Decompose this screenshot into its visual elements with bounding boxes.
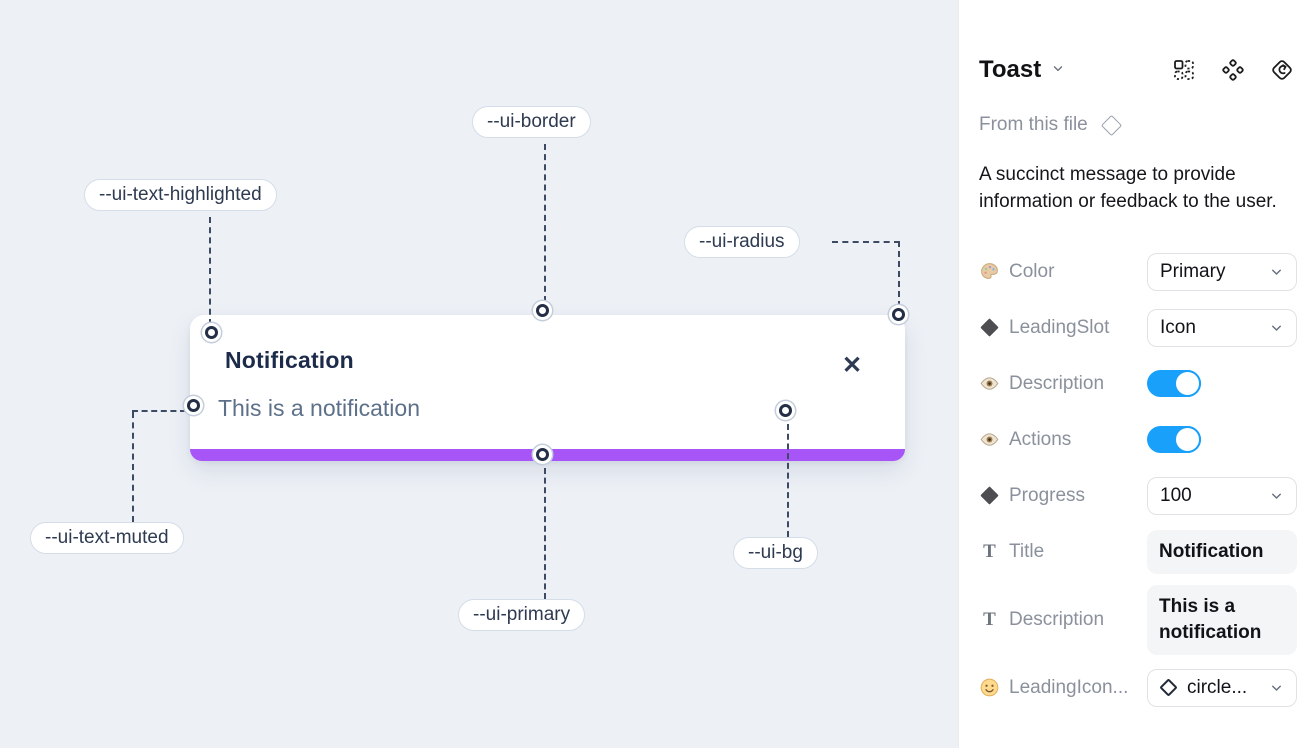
anchor-node-radius xyxy=(892,308,905,321)
anchor-node-border xyxy=(536,304,549,317)
description-input[interactable]: This is a notification xyxy=(1147,585,1297,655)
source-row: From this file xyxy=(979,114,1294,136)
prop-row-color: Color Primary xyxy=(979,244,1297,300)
chevron-down-icon[interactable] xyxy=(1051,61,1065,80)
prop-label: Color xyxy=(979,261,1147,283)
prop-label: LeadingSlot xyxy=(979,317,1147,339)
css-var-label-radius: --ui-radius xyxy=(684,226,800,258)
prop-label: Progress xyxy=(979,485,1147,507)
prop-label: Description xyxy=(979,373,1147,395)
prop-row-description-text: T Description This is a notification xyxy=(979,580,1297,660)
css-var-label-bg: --ui-bg xyxy=(733,537,818,569)
anchor-node-text-highlighted xyxy=(205,326,218,339)
toast-description: This is a notification xyxy=(218,395,420,421)
close-icon[interactable]: ✕ xyxy=(841,352,863,379)
prop-row-leadingslot: LeadingSlot Icon xyxy=(979,300,1297,356)
diamond-icon xyxy=(979,485,1000,506)
icon-diamond-glyph xyxy=(1159,678,1178,698)
prop-row-actions-toggle: Actions xyxy=(979,412,1294,468)
connector-line-text-muted-h xyxy=(132,410,186,412)
color-select[interactable]: Primary xyxy=(1147,252,1297,291)
prop-row-leadingicon: LeadingIcon... circle... xyxy=(979,660,1297,716)
property-list: Color Primary LeadingSlot Icon xyxy=(979,244,1297,716)
anchor-node-primary xyxy=(536,448,549,461)
leadingslot-select[interactable]: Icon xyxy=(1147,308,1297,347)
toggle-knob xyxy=(1174,370,1201,398)
header-icon-group xyxy=(1172,58,1294,82)
text-icon: T xyxy=(983,540,996,562)
description-toggle[interactable] xyxy=(1147,370,1201,398)
prop-label: T Title xyxy=(979,541,1147,563)
design-canvas: Notification This is a notification ✕ --… xyxy=(0,0,958,748)
prop-row-description-toggle: Description xyxy=(979,356,1294,412)
toast-component-preview: Notification This is a notification ✕ xyxy=(190,315,905,461)
panel-header: Toast xyxy=(979,56,1294,84)
smiley-icon xyxy=(979,677,1000,698)
swap-icon[interactable] xyxy=(1270,58,1294,82)
connector-line-radius-v xyxy=(898,241,900,307)
eye-icon xyxy=(979,429,1000,450)
actions-toggle[interactable] xyxy=(1147,426,1201,454)
source-label: From this file xyxy=(979,114,1088,135)
diamond-icon xyxy=(979,317,1000,338)
progress-select[interactable]: 100 xyxy=(1147,476,1297,515)
css-var-label-border: --ui-border xyxy=(472,106,591,138)
component-set-icon[interactable] xyxy=(1221,58,1245,82)
variants-icon[interactable] xyxy=(1172,58,1196,82)
prop-label: T Description xyxy=(979,609,1147,631)
css-var-label-primary: --ui-primary xyxy=(458,599,586,631)
eye-icon xyxy=(979,373,1000,394)
css-var-label-text-highlighted: --ui-text-highlighted xyxy=(84,179,277,211)
component-description: A succinct message to provide informatio… xyxy=(979,164,1277,212)
prop-row-title: T Title Notification xyxy=(979,524,1297,580)
component-diamond-icon xyxy=(1100,114,1122,136)
anchor-node-bg xyxy=(779,404,792,417)
palette-icon xyxy=(979,261,1000,282)
connector-line-bg xyxy=(787,424,789,537)
anchor-node-text-muted xyxy=(187,399,200,412)
prop-label: LeadingIcon... xyxy=(979,677,1147,699)
chevron-down-icon xyxy=(1272,493,1281,500)
prop-row-progress: Progress 100 xyxy=(979,468,1297,524)
chevron-down-icon xyxy=(1272,685,1281,692)
toggle-knob xyxy=(1174,426,1201,454)
toast-title: Notification xyxy=(225,347,354,373)
title-input[interactable]: Notification xyxy=(1147,530,1297,574)
chevron-down-icon xyxy=(1272,269,1281,276)
connector-line-primary xyxy=(544,468,546,599)
properties-panel: Toast xyxy=(958,0,1312,748)
prop-label: Actions xyxy=(979,429,1147,451)
chevron-down-icon xyxy=(1272,325,1281,332)
leadingicon-select[interactable]: circle... xyxy=(1147,668,1297,707)
connector-line-border xyxy=(544,144,546,302)
connector-line-text-highlighted xyxy=(209,217,211,325)
component-title: Toast xyxy=(979,56,1042,83)
text-icon: T xyxy=(983,608,996,630)
connector-line-text-muted-v xyxy=(132,412,134,522)
css-var-label-text-muted: --ui-text-muted xyxy=(30,522,184,554)
connector-line-radius-h xyxy=(832,241,900,243)
